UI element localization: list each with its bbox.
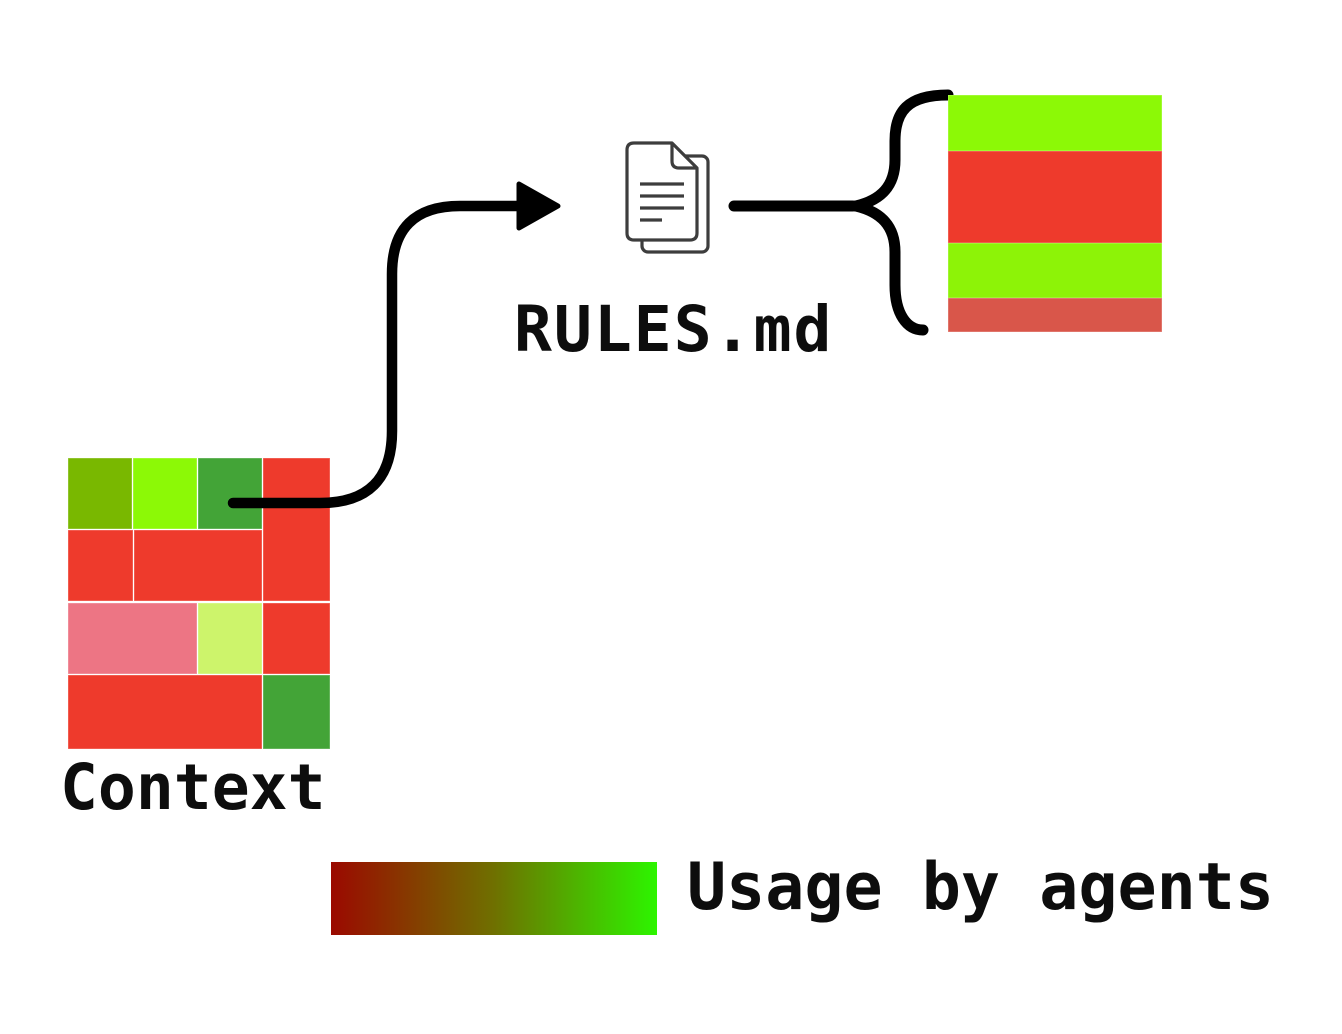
context-label: Context [60,751,326,824]
context-heatmap [68,458,330,749]
usage-gradient-bar [331,862,657,935]
document-front-page [625,141,699,242]
context-heatmap-cell [68,530,133,601]
document-icon [625,141,710,254]
context-heatmap-cell [263,603,330,674]
document-folded-corner [670,144,696,170]
usage-bar [948,298,1162,332]
document-text-lines [640,182,684,222]
rules-filename-label: RULES.md [514,293,834,366]
context-heatmap-cell [134,530,262,601]
context-heatmap-cell [198,458,262,529]
context-heatmap-cell [68,458,132,529]
legend-label: Usage by agents [687,850,1274,925]
brace-lower-arm [850,200,929,336]
context-heatmap-cell [133,458,197,529]
context-heatmap-cell [68,603,197,674]
curved-arrow-icon [227,181,561,509]
extracted-usage-block [948,95,1162,332]
context-heatmap-cell [68,675,262,749]
arrowhead-icon [516,181,561,231]
usage-bar [948,151,1162,243]
brace-upper-arm [850,89,954,212]
context-heatmap-cell [263,675,330,749]
context-heatmap-cell [263,458,330,601]
usage-bar [948,243,1162,298]
context-heatmap-cell [198,603,262,674]
brace-icon [728,89,954,336]
usage-bar [948,95,1162,151]
